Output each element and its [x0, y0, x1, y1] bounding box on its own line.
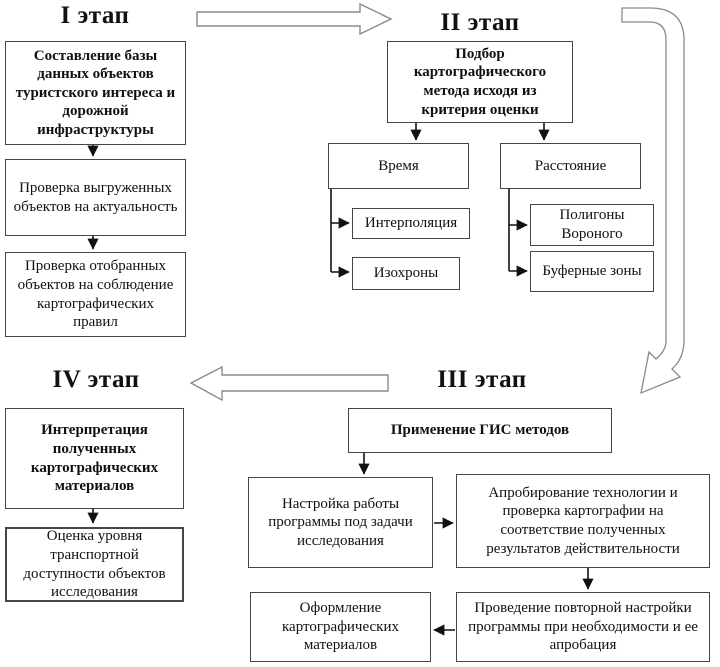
box-buffer-zones: Буферные зоны	[530, 251, 654, 292]
box-accessibility-assessment: Оценка уровня транспортной доступности о…	[5, 527, 184, 602]
box-map-design: Оформление картографических материалов	[250, 592, 431, 662]
box-interpolation: Интерполяция	[352, 208, 470, 239]
arrow-stage2-to-stage3	[621, 7, 685, 395]
box-gis-methods: Применение ГИС методов	[348, 408, 612, 453]
box-database: Составление базы данных объектов туристс…	[5, 41, 186, 145]
box-distance: Расстояние	[500, 143, 641, 189]
box-interpretation: Интерпретация полученных картографически…	[5, 408, 184, 509]
stage1-title: I этап	[60, 2, 130, 29]
box-isochrones: Изохроны	[352, 257, 460, 290]
box-method-selection: Подбор картографического метода исходя и…	[387, 41, 573, 123]
box-voronoi-polygons: Полигоны Вороного	[530, 204, 654, 246]
box-check-selected: Проверка отобранных объектов на соблюден…	[5, 252, 186, 337]
stage3-title: III этап	[437, 366, 527, 393]
box-approbation: Апробирование технологии и проверка карт…	[456, 474, 710, 568]
box-check-uploaded: Проверка выгруженных объектов на актуаль…	[5, 159, 186, 236]
arrow-stage3-to-stage4	[189, 365, 389, 402]
arrow-stage1-to-stage2	[196, 2, 393, 36]
box-time: Время	[328, 143, 469, 189]
box-program-setup: Настройка работы программы под задачи ис…	[248, 477, 433, 568]
stage2-title: II этап	[440, 9, 520, 36]
stage4-title: IV этап	[52, 366, 140, 393]
box-repeat-setup: Проведение повторной настройки программы…	[456, 592, 710, 662]
